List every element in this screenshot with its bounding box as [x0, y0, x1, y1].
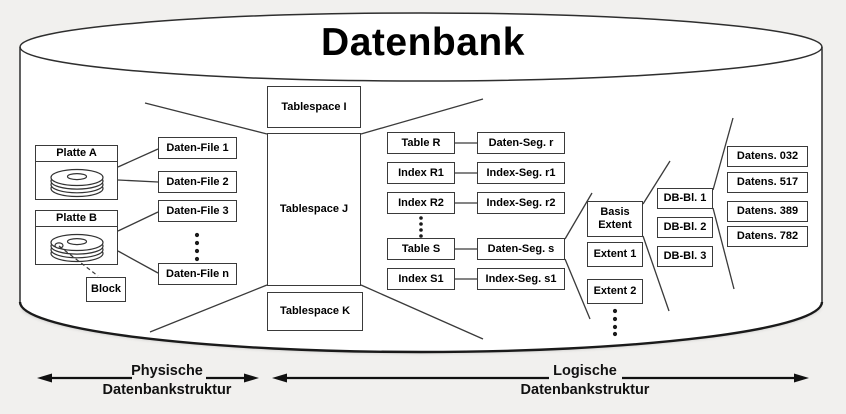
tablespace-j-box: Tablespace J: [267, 133, 361, 286]
table-segment-connectors: [455, 142, 477, 280]
daten-file-2-box: Daten-File 2: [158, 171, 237, 193]
legend-physical-line1: Physische: [131, 363, 203, 379]
block-marker-icon: [53, 242, 64, 249]
db-block-3-box: DB-Bl. 3: [657, 246, 713, 267]
table-s-box: Table S: [387, 238, 455, 260]
table-r-box: Table R: [387, 132, 455, 154]
daten-file-1-box: Daten-File 1: [158, 137, 237, 159]
record-389-box: Datens. 389: [727, 201, 808, 222]
basis-extent-box: Basis Extent: [587, 201, 643, 237]
legend-logical-line2: Datenbankstruktur: [520, 382, 650, 398]
daten-seg-s-box: Daten-Seg. s: [477, 238, 565, 260]
daten-seg-r-box: Daten-Seg. r: [477, 132, 565, 154]
index-r2-box: Index R2: [387, 192, 455, 214]
db-block-2-box: DB-Bl. 2: [657, 217, 713, 238]
platte-b-box: Platte B: [35, 210, 118, 265]
platte-a-box: Platte A: [35, 145, 118, 200]
record-517-box: Datens. 517: [727, 172, 808, 193]
extent-1-box: Extent 1: [587, 242, 643, 267]
block-box: Block: [86, 277, 126, 302]
tablespace-i-box: Tablespace I: [267, 86, 361, 128]
disk-icon: [49, 168, 104, 198]
record-782-box: Datens. 782: [727, 226, 808, 247]
diagram-title: Datenbank: [321, 21, 525, 64]
platte-b-label: Platte B: [36, 211, 117, 227]
cylinder-bottom-arc: [18, 301, 824, 354]
platte-a-label: Platte A: [36, 146, 117, 162]
record-032-box: Datens. 032: [727, 146, 808, 167]
index-s1-box: Index S1: [387, 268, 455, 290]
disk-icon: [49, 233, 104, 263]
cylinder-shadow: [22, 304, 820, 352]
legend-logical-line1: Logische: [553, 363, 617, 379]
legend-physical-line2: Datenbankstruktur: [102, 382, 232, 398]
index-seg-r1-box: Index-Seg. r1: [477, 162, 565, 184]
db-block-1-box: DB-Bl. 1: [657, 188, 713, 209]
index-seg-s1-box: Index-Seg. s1: [477, 268, 565, 290]
index-r1-box: Index R1: [387, 162, 455, 184]
extent-2-box: Extent 2: [587, 279, 643, 304]
daten-file-n-box: Daten-File n: [158, 263, 237, 285]
daten-file-3-box: Daten-File 3: [158, 200, 237, 222]
index-seg-r2-box: Index-Seg. r2: [477, 192, 565, 214]
tablespace-k-box: Tablespace K: [267, 292, 363, 331]
